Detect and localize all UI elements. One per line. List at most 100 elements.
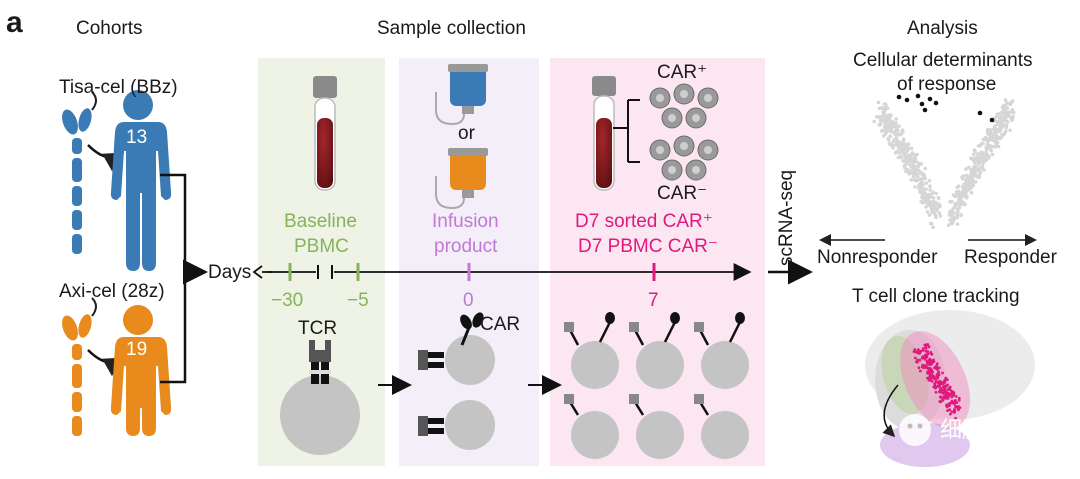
clone-point <box>946 409 949 412</box>
tisa-cel-count: 13 <box>126 127 148 148</box>
infusion-panel <box>399 58 539 466</box>
volcano-point <box>877 123 881 127</box>
volcano-point <box>910 162 914 166</box>
car-construct-icon <box>62 108 92 254</box>
d7-blood-tube-icon <box>592 76 616 191</box>
volcano-point <box>923 166 927 171</box>
tisa-cel-label: Tisa-cel (BBz) <box>59 77 178 98</box>
volcano-point <box>998 115 1003 119</box>
clone-point <box>918 358 922 362</box>
volcano-point <box>988 137 993 141</box>
volcano-point <box>923 176 927 181</box>
volcano-point <box>1002 122 1006 127</box>
volcano-point <box>924 181 928 186</box>
volcano-point <box>936 196 941 201</box>
volcano-point <box>970 175 974 179</box>
volcano-point <box>881 110 885 114</box>
volcano-point <box>993 144 998 149</box>
volcano-point <box>987 128 992 132</box>
volcano-point <box>931 210 936 214</box>
volcano-point <box>927 213 932 217</box>
clone-point <box>953 402 956 406</box>
volcano-point <box>979 141 984 146</box>
volcano-point <box>928 184 932 188</box>
infusion-label: Infusion <box>432 211 499 232</box>
pbmc-label: PBMC <box>294 236 349 257</box>
volcano-point <box>915 152 919 157</box>
volcano-point <box>989 148 993 153</box>
cohort-bracket <box>160 173 203 384</box>
sort-bracket <box>613 99 640 163</box>
volcano-point <box>984 152 989 157</box>
volcano-point <box>931 199 936 204</box>
volcano-point <box>1004 110 1008 115</box>
clone-point <box>942 391 946 394</box>
volcano-point <box>919 162 923 166</box>
volcano-point <box>890 141 894 146</box>
clone-point <box>933 377 937 381</box>
clone-point <box>948 408 951 412</box>
volcano-point <box>1007 113 1011 118</box>
clone-point <box>913 356 917 360</box>
volcano-point <box>903 159 908 163</box>
clone-point <box>926 361 930 364</box>
volcano-point <box>913 185 917 189</box>
clone-point <box>957 398 961 402</box>
volcano-point <box>1001 108 1006 113</box>
tick-label-minus5: −5 <box>347 290 369 311</box>
volcano-point <box>916 164 921 169</box>
scrna-seq-label: scRNA-seq <box>776 169 797 266</box>
volcano-point <box>928 200 933 204</box>
volcano-point <box>949 209 953 213</box>
clone-point <box>957 408 960 412</box>
volcano-point <box>890 119 894 124</box>
volcano-point <box>884 115 888 119</box>
volcano-plot <box>872 98 1016 229</box>
clone-point <box>930 352 934 356</box>
clone-point <box>949 412 952 416</box>
volcano-point <box>956 209 960 214</box>
volcano-point <box>971 178 975 182</box>
volcano-point <box>894 123 898 128</box>
clone-point <box>946 391 950 395</box>
car-receptor-icon <box>460 312 484 346</box>
volcano-point <box>954 215 959 220</box>
volcano-point <box>904 150 909 155</box>
clone-point <box>931 370 934 374</box>
clone-point <box>928 363 932 367</box>
volcano-point <box>872 119 876 124</box>
tisa-cel-cohort <box>62 90 172 271</box>
tick-label-minus30: −30 <box>271 290 304 311</box>
volcano-point <box>978 170 983 174</box>
volcano-point <box>950 199 954 204</box>
volcano-point <box>950 221 955 226</box>
volcano-point <box>927 195 932 199</box>
volcano-point <box>977 173 982 178</box>
volcano-point <box>985 137 989 142</box>
volcano-point <box>887 126 892 131</box>
volcano-point <box>937 202 941 207</box>
volcano-point <box>924 195 928 200</box>
volcano-point <box>937 211 942 215</box>
clone-point <box>923 357 927 361</box>
volcano-point <box>962 174 966 178</box>
clone-point <box>936 367 939 371</box>
d7-sorted-label: D7 sorted CAR⁺ <box>575 211 713 232</box>
volcano-point <box>924 205 928 209</box>
volcano-point <box>897 145 902 149</box>
volcano-point <box>901 142 905 147</box>
volcano-point <box>996 144 1001 149</box>
axi-cel-count: 19 <box>126 339 148 360</box>
volcano-point <box>889 129 893 134</box>
volcano-point <box>913 172 917 176</box>
clone-point <box>926 350 930 354</box>
infusion-car-cells <box>418 312 495 450</box>
clone-point <box>939 400 943 404</box>
tick-label-7: 7 <box>648 290 659 311</box>
volcano-point <box>981 152 986 157</box>
clone-point <box>948 393 951 397</box>
volcano-point <box>881 128 885 133</box>
volcano-point <box>899 148 904 153</box>
clone-point <box>948 404 951 407</box>
